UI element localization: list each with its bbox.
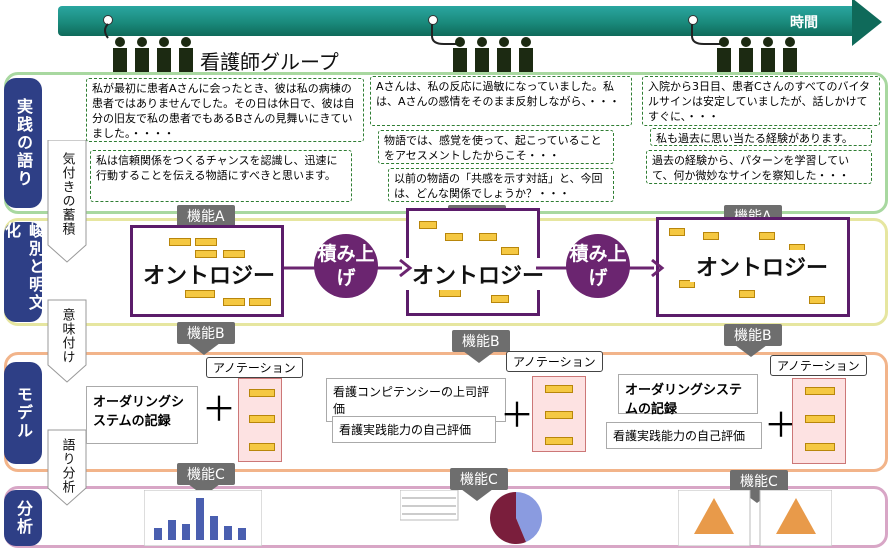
function-c-label: 機能C	[450, 468, 508, 490]
triangle-chart-thumbnail	[678, 490, 832, 546]
ontology-box	[656, 217, 850, 317]
model-evaluation-box: 看護実践能力の自己評価	[332, 416, 496, 443]
stack-up-badge: 積み上げ	[314, 234, 378, 298]
annotation-label: アノテーション	[506, 351, 603, 372]
model-record-box: オーダリングシステムの記録	[618, 374, 758, 417]
model-record-box: オーダリングシステムの記録	[86, 386, 198, 444]
plus-icon: ＋	[202, 390, 236, 430]
timeline-arrow-head	[852, 0, 882, 46]
nurse-group-label: 看護師グループ	[200, 50, 339, 74]
bar-chart-thumbnail	[144, 490, 262, 546]
function-b-label: 機能B	[452, 330, 510, 352]
plus-icon: ＋	[500, 396, 534, 436]
ontology-title: オントロジー	[690, 250, 835, 282]
annotation-label: アノテーション	[206, 357, 303, 378]
side-label-narrative: 語り分析	[59, 438, 75, 494]
group-connectors	[104, 23, 720, 45]
side-label-awareness: 気付きの蓄積	[52, 146, 82, 242]
model-evaluation-box: 看護実践能力の自己評価	[606, 422, 762, 449]
narrative-note: Aさんは、私の反応に過敏になっていました。私は、Aさんの感情をそのまま反射しなが…	[370, 76, 632, 126]
narrative-note: 私は信頼関係をつくるチャンスを認識し、迅速に行動することを伝える物語にすべきと思…	[90, 150, 352, 202]
model-evaluation-box: 看護コンピテンシーの上司評価	[326, 378, 506, 422]
band-label-distinguish: 峻別と明文化	[2, 222, 45, 322]
function-b-label: 機能B	[177, 322, 235, 344]
band-label-practice: 実践の語り	[4, 78, 42, 208]
pie-chart-thumbnail	[400, 490, 542, 544]
nurse-group-icon	[113, 37, 193, 78]
nurse-group-icon	[717, 37, 797, 78]
narrative-note: 物語では、感覚を使って、起こっていることをアセスメントしたからこそ・・・	[378, 130, 614, 164]
down-arrow-icon	[735, 345, 767, 357]
timeline-arrow	[58, 6, 858, 36]
annotation-tag-box	[238, 378, 282, 462]
nurse-group-icon	[453, 37, 533, 78]
narrative-note: 過去の経験から、パターンを学習していて、何か微妙なサインを察知した・・・	[646, 150, 872, 184]
stack-up-badge: 積み上げ	[566, 234, 630, 298]
side-label-meaning: 意味付け	[59, 308, 75, 364]
ontology-title: オントロジー	[137, 258, 282, 290]
band-label-model: モデル	[4, 362, 42, 464]
down-arrow-icon	[188, 343, 220, 355]
function-a-label: 機能A	[177, 205, 235, 227]
annotation-tag-box	[532, 376, 586, 452]
down-arrow-icon	[461, 489, 493, 501]
narrative-note: 私が最初に患者Aさんに会ったとき、彼は私の病棟の患者ではありませんでした。その日…	[86, 78, 364, 142]
narrative-note: 私も過去に思い当たる経験があります。	[650, 128, 872, 146]
annotation-label: アノテーション	[770, 355, 867, 376]
narrative-note: 入院から3日目、患者Cさんのすべてのバイタルサインは安定していましたが、話しかけ…	[642, 76, 880, 126]
function-c-label: 機能C	[730, 470, 788, 492]
down-arrow-icon	[463, 351, 495, 363]
function-c-label: 機能C	[177, 463, 235, 485]
annotation-tag-box	[792, 378, 846, 464]
band-label-analysis: 分析	[4, 490, 42, 546]
timeline-label: 時間	[790, 15, 818, 31]
narrative-note: 以前の物語の「共感を示す対話」と、今回は、どんな関係でしょうか？・・・	[388, 168, 614, 202]
function-b-label: 機能B	[724, 324, 782, 346]
ontology-title: オントロジー	[406, 258, 551, 290]
